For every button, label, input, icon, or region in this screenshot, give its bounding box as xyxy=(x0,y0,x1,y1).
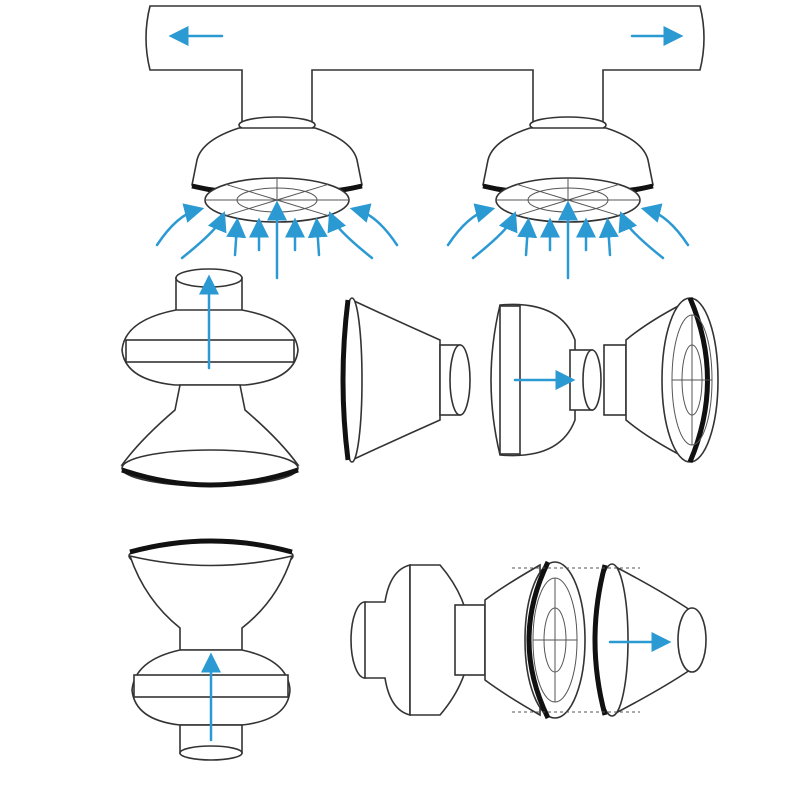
airflow-arrow-intake xyxy=(640,203,690,247)
airflow-arrow-intake xyxy=(180,211,227,260)
horizontal-fan-exploded-bottom xyxy=(350,560,707,720)
vertical-fan-assembly-bottom xyxy=(128,538,294,761)
extraction-hood-1 xyxy=(155,116,399,280)
airflow-arrow-intake xyxy=(226,217,247,257)
airflow-arrow-intake xyxy=(349,203,399,247)
horizontal-duct xyxy=(145,5,705,126)
airflow-arrow-intake xyxy=(307,217,328,257)
airflow-arrow-intake xyxy=(155,203,205,247)
extraction-hood-2 xyxy=(446,116,690,280)
airflow-arrow-intake xyxy=(517,217,538,257)
horizontal-fan-exploded-middle xyxy=(340,297,719,463)
airflow-arrow-intake xyxy=(618,211,665,260)
airflow-arrow-intake xyxy=(598,217,619,257)
airflow-arrow-intake xyxy=(471,211,518,260)
airflow-arrow-intake xyxy=(446,203,496,247)
vertical-fan-assembly-top xyxy=(120,268,300,488)
airflow-arrow-intake xyxy=(327,211,374,260)
duct-system xyxy=(145,5,705,126)
